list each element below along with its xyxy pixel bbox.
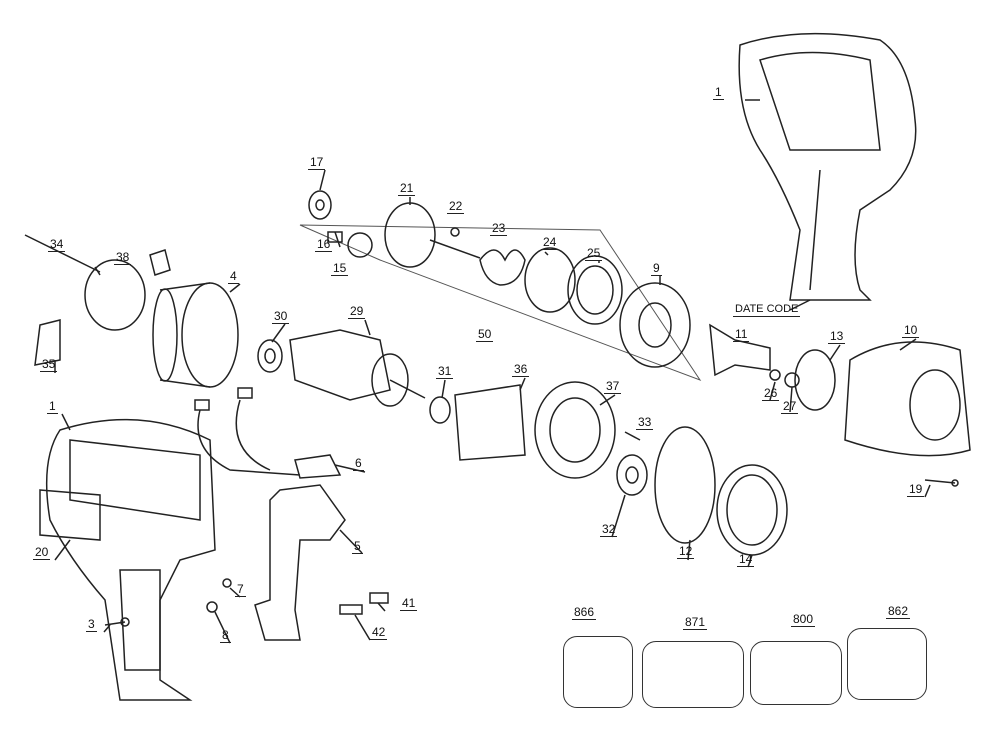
part-label-20: 20 xyxy=(33,545,51,560)
accessory-label-871: 871 xyxy=(683,615,708,630)
part-label-27: 27 xyxy=(781,399,799,414)
part-label-1-top: 1 xyxy=(713,85,724,100)
accessory-bag xyxy=(847,628,927,700)
part-label-30: 30 xyxy=(272,309,290,324)
part-label-7: 7 xyxy=(235,582,246,597)
part-label-38: 38 xyxy=(114,250,132,265)
part-label-31: 31 xyxy=(436,364,454,379)
part-label-35: 35 xyxy=(40,357,58,372)
part-label-8: 8 xyxy=(220,628,231,643)
part-label-16: 16 xyxy=(315,237,333,252)
part-label-10: 10 xyxy=(902,323,920,338)
part-label-24: 24 xyxy=(541,235,559,250)
housing-left-shape xyxy=(45,418,216,701)
part-label-3: 3 xyxy=(86,617,97,632)
part-label-1-left: 1 xyxy=(47,399,58,414)
part-label-6: 6 xyxy=(353,456,364,471)
accessory-charger xyxy=(642,641,744,708)
part-label-41: 41 xyxy=(400,596,418,611)
part-label-13: 13 xyxy=(828,329,846,344)
part-label-15: 15 xyxy=(331,261,349,276)
part-label-26: 26 xyxy=(762,386,780,401)
part-label-29: 29 xyxy=(348,304,366,319)
part-label-32: 32 xyxy=(600,522,618,537)
part-label-21: 21 xyxy=(398,181,416,196)
date-code-label: DATE CODE xyxy=(733,303,801,317)
accessory-label-862: 862 xyxy=(886,604,911,619)
part-label-33: 33 xyxy=(636,415,654,430)
accessory-tool xyxy=(750,641,842,705)
part-label-14: 14 xyxy=(737,552,755,567)
part-label-4: 4 xyxy=(228,269,239,284)
part-label-23: 23 xyxy=(490,221,508,236)
part-label-50: 50 xyxy=(476,327,494,342)
part-label-9: 9 xyxy=(651,261,662,276)
part-label-42: 42 xyxy=(370,625,388,640)
part-label-37: 37 xyxy=(604,379,622,394)
part-label-17: 17 xyxy=(308,155,326,170)
part-label-36: 36 xyxy=(512,362,530,377)
part-label-12: 12 xyxy=(677,544,695,559)
accessory-battery xyxy=(563,636,633,708)
part-label-5: 5 xyxy=(352,539,363,554)
part-label-11: 11 xyxy=(733,327,750,342)
accessory-label-800: 800 xyxy=(791,612,816,627)
part-label-19: 19 xyxy=(907,482,925,497)
housing-top-shape xyxy=(738,32,917,301)
part-label-22: 22 xyxy=(447,199,465,214)
part-label-25: 25 xyxy=(585,246,603,261)
accessory-label-866: 866 xyxy=(572,605,597,620)
part-label-34: 34 xyxy=(48,237,66,252)
